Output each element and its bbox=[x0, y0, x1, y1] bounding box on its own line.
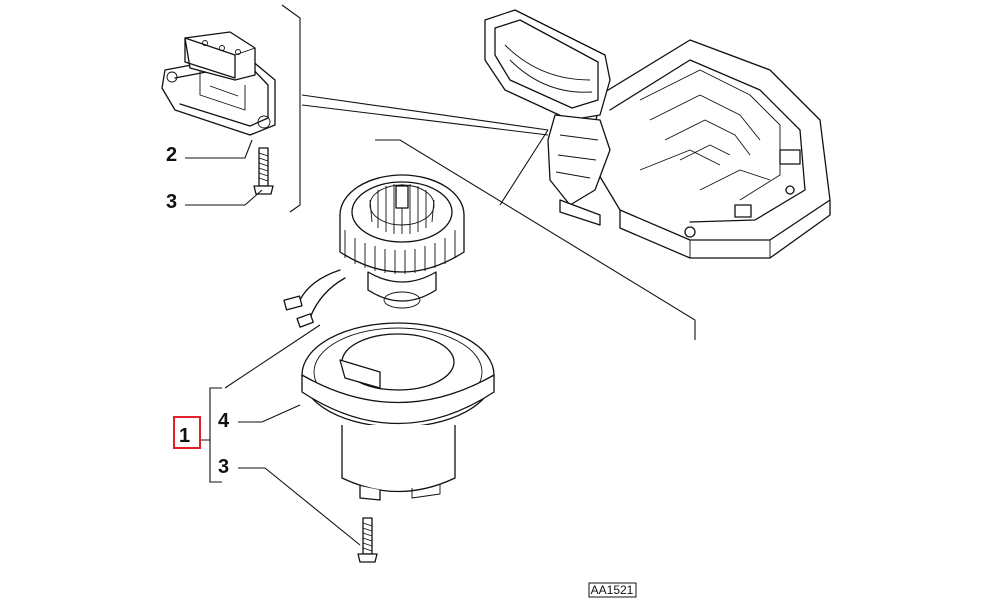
callout-3-upper: 3 bbox=[166, 191, 177, 213]
callout-2: 2 bbox=[166, 144, 177, 166]
blower-motor bbox=[283, 174, 465, 328]
callout-4: 4 bbox=[218, 410, 230, 432]
air-inlet-duct bbox=[484, 9, 611, 226]
connection-lines bbox=[185, 4, 696, 546]
screw-lower bbox=[357, 517, 378, 563]
reference-code-box: AA1521 bbox=[588, 582, 637, 598]
blower-resistor bbox=[161, 31, 276, 136]
callout-labels: 1 2 3 4 3 bbox=[166, 144, 230, 478]
callout-3-lower: 3 bbox=[218, 456, 229, 478]
heater-box-housing bbox=[589, 39, 831, 259]
assembly-bracket bbox=[200, 387, 222, 483]
screw-upper bbox=[253, 147, 274, 195]
assembly-highlight-box bbox=[173, 416, 201, 449]
callout-1: 1 bbox=[179, 425, 190, 447]
reference-code: AA1521 bbox=[591, 583, 634, 597]
fan-housing bbox=[301, 322, 495, 501]
